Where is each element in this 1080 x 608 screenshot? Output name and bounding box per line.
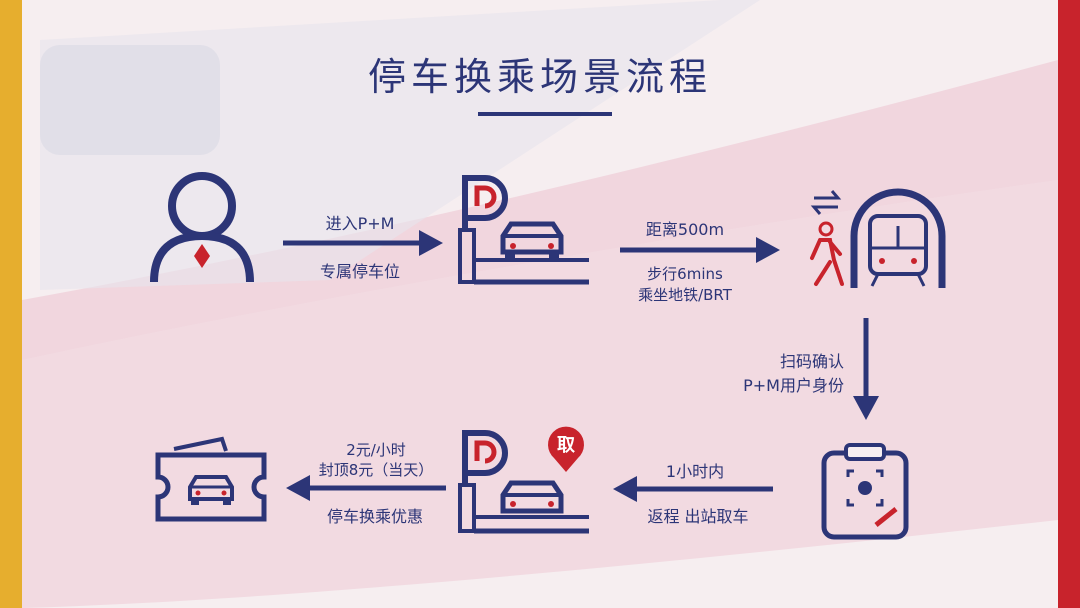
parking-car-icon <box>458 175 589 285</box>
scan-confirm-label: 扫码确认 <box>779 352 844 371</box>
scan-icon <box>821 443 909 540</box>
enter-label: 进入P+M <box>325 214 395 233</box>
ride-label: 乘坐地铁/BRT <box>638 286 732 304</box>
title-underline <box>478 112 612 116</box>
price-cap-label: 封顶8元（当天） <box>318 461 434 479</box>
arrow-right-2 <box>620 237 780 263</box>
arrow-down <box>853 318 879 420</box>
arrow-right-1 <box>283 230 443 256</box>
ticket-icon <box>155 436 267 522</box>
user-identity-label: P+M用户身份 <box>743 376 844 395</box>
distance-label: 距离500m <box>645 220 725 239</box>
dedicated-space-label: 专属停车位 <box>319 262 400 281</box>
page-title: 停车换乘场景流程 <box>367 55 712 99</box>
arrow-left-2 <box>286 475 446 501</box>
metro-icon <box>850 188 946 288</box>
arrow-left-1 <box>613 476 773 502</box>
walk-icon <box>810 221 844 286</box>
discount-label: 停车换乘优惠 <box>326 507 423 526</box>
within-hour-label: 1小时内 <box>665 462 725 481</box>
transfer-icon <box>810 190 842 215</box>
pickup-badge-text: 取 <box>557 435 575 456</box>
parking-pickup-icon <box>458 430 589 534</box>
user-icon <box>150 172 254 283</box>
return-pickup-label: 返程 出站取车 <box>647 507 749 526</box>
pickup-badge-icon <box>548 426 584 472</box>
walk-time-label: 步行6mins <box>647 265 723 283</box>
price-rate-label: 2元/小时 <box>346 441 406 459</box>
